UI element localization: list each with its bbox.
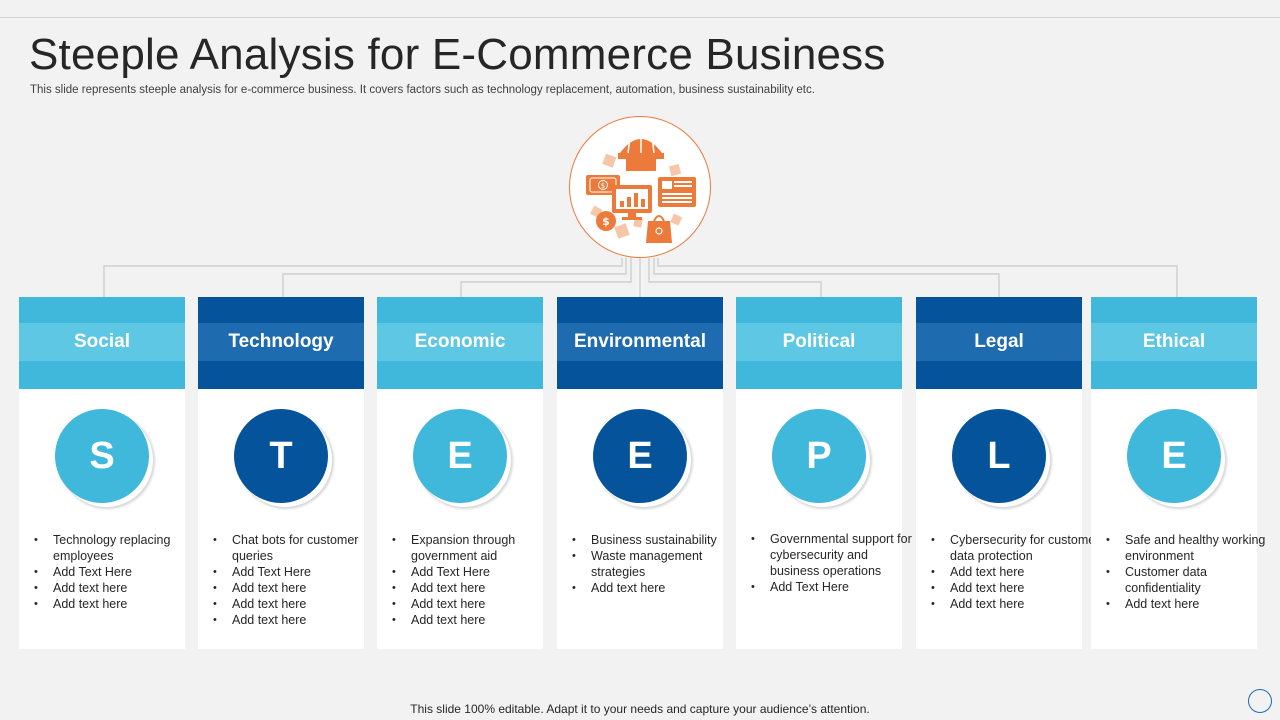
list-item: Add text here: [392, 612, 561, 628]
card-title: Environmental: [574, 331, 706, 352]
bullet-list: Chat bots for customer queries Add Text …: [212, 532, 382, 628]
list-item: Add text here: [392, 596, 561, 612]
card-legal: Legal L Cybersecurity for customer data …: [916, 297, 1099, 649]
card-header: Ethical: [1091, 297, 1257, 389]
svg-text:$: $: [602, 215, 610, 228]
card-ethical: Ethical E Safe and healthy working envir…: [1091, 297, 1265, 649]
card-political: Political P Governmental support for cyb…: [736, 297, 912, 649]
bullet-list: Expansion through government aid Add Tex…: [391, 532, 561, 628]
letter-badge: E: [1127, 409, 1221, 503]
bullet-list: Safe and healthy working environment Cus…: [1105, 532, 1275, 612]
list-item: Governmental support for cybersecurity a…: [751, 531, 920, 579]
card-title: Social: [74, 331, 130, 352]
letter-badge: T: [234, 409, 328, 503]
list-item: Cybersecurity for customer data protecti…: [931, 532, 1100, 564]
card-title: Technology: [228, 331, 334, 352]
bullet-list: Technology replacing employees Add Text …: [33, 532, 203, 612]
connector-lines: [103, 258, 1178, 297]
list-item: Add text here: [572, 580, 741, 596]
list-item: Expansion through government aid: [392, 532, 561, 564]
list-item: Add text here: [34, 596, 203, 612]
card-header: Political: [736, 297, 902, 389]
list-item: Add text here: [1106, 596, 1275, 612]
list-item: Add Text Here: [213, 564, 382, 580]
letter-badge: S: [55, 409, 149, 503]
card-header: Economic: [377, 297, 543, 389]
page-title: Steeple Analysis for E-Commerce Business: [29, 30, 886, 79]
list-item: Add text here: [392, 580, 561, 596]
hub-circle: $ $: [569, 116, 711, 258]
letter-badge: P: [772, 409, 866, 503]
ecommerce-icon: $ $: [586, 133, 696, 243]
svg-text:$: $: [601, 182, 605, 190]
footer-note: This slide 100% editable. Adapt it to yo…: [410, 702, 870, 716]
list-item: Add Text Here: [392, 564, 561, 580]
letter-badge: L: [952, 409, 1046, 503]
list-item: Technology replacing employees: [34, 532, 203, 564]
page-subtitle: This slide represents steeple analysis f…: [30, 84, 815, 96]
letter-badge: E: [593, 409, 687, 503]
list-item: Safe and healthy working environment: [1106, 532, 1275, 564]
bullet-list: Cybersecurity for customer data protecti…: [930, 532, 1100, 612]
list-item: Add text here: [213, 612, 382, 628]
card-header: Legal: [916, 297, 1082, 389]
card-header: Social: [19, 297, 185, 389]
list-item: Add text here: [931, 596, 1100, 612]
list-item: Add text here: [213, 580, 382, 596]
list-item: Add text here: [34, 580, 203, 596]
top-divider: [0, 17, 1280, 18]
letter-badge: E: [413, 409, 507, 503]
list-item: Add text here: [931, 564, 1100, 580]
list-item: Waste management strategies: [572, 548, 741, 580]
card-economic: Economic E Expansion through government …: [377, 297, 543, 649]
bullet-list: Governmental support for cybersecurity a…: [750, 531, 920, 595]
card-header: Technology: [198, 297, 364, 389]
list-item: Add text here: [931, 580, 1100, 596]
card-social: Social S Technology replacing employees …: [19, 297, 185, 649]
card-title: Economic: [414, 331, 506, 352]
list-item: Add Text Here: [34, 564, 203, 580]
card-technology: Technology T Chat bots for customer quer…: [198, 297, 364, 649]
list-item: Add text here: [213, 596, 382, 612]
corner-circle-icon: [1248, 689, 1272, 713]
card-title: Ethical: [1142, 331, 1206, 352]
list-item: Add Text Here: [751, 579, 920, 595]
list-item: Business sustainability: [572, 532, 741, 548]
card-header: Environmental: [557, 297, 723, 389]
card-title: Legal: [974, 331, 1024, 352]
list-item: Customer data confidentiality: [1106, 564, 1275, 596]
card-title: Political: [782, 331, 856, 352]
card-environmental: Environmental E Business sustainability …: [557, 297, 723, 649]
list-item: Chat bots for customer queries: [213, 532, 382, 564]
bullet-list: Business sustainability Waste management…: [571, 532, 741, 596]
